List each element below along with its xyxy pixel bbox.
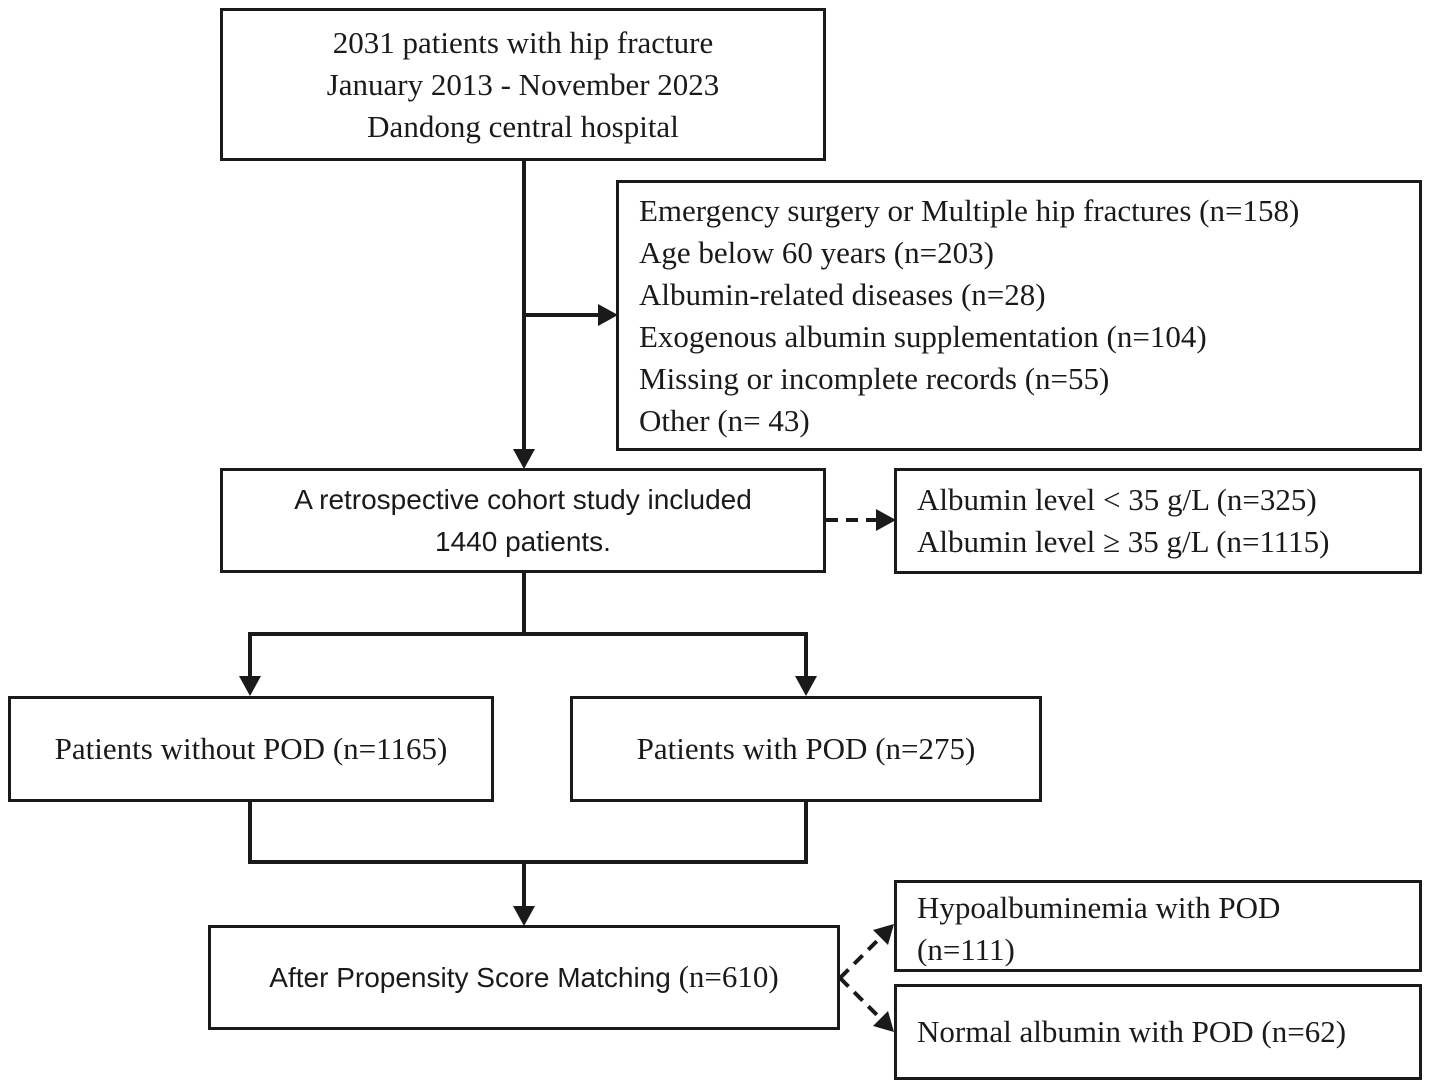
patients-with-pod-box: Patients with POD (n=275) xyxy=(570,696,1042,802)
psm-count: (n=610) xyxy=(670,959,779,994)
albumin-normal-line: Albumin level ≥ 35 g/L (n=1115) xyxy=(917,524,1330,559)
source-line-3: Dandong central hospital xyxy=(367,108,679,144)
cohort-line-1: A retrospective cohort study included xyxy=(294,483,752,515)
arrowhead-to-exclusion xyxy=(598,304,618,326)
psm-box: After Propensity Score Matching (n=610) xyxy=(208,925,840,1030)
hypoalbuminemia-pod-box: Hypoalbuminemia with POD (n=111) xyxy=(894,880,1422,972)
arrowhead-to-cohort xyxy=(513,449,535,469)
exclusion-item: Emergency surgery or Multiple hip fractu… xyxy=(639,192,1300,228)
exclusion-item: Missing or incomplete records (n=55) xyxy=(639,360,1110,396)
normal-albumin-pod-box: Normal albumin with POD (n=62) xyxy=(894,984,1422,1080)
exclusion-item: Exogenous albumin supplementation (n=104… xyxy=(639,318,1207,354)
patients-without-pod-box: Patients without POD (n=1165) xyxy=(8,696,494,802)
arrowhead-to-albumin-split xyxy=(876,509,896,531)
psm-prefix: After Propensity Score Matching xyxy=(269,962,671,993)
exclusion-item: Other (n= 43) xyxy=(639,402,810,438)
psm-label: After Propensity Score Matching (n=610) xyxy=(269,956,778,999)
normal-label: Normal albumin with POD (n=62) xyxy=(917,1014,1347,1049)
pod-label: Patients with POD (n=275) xyxy=(636,731,976,766)
source-population-box: 2031 patients with hip fracture January … xyxy=(220,8,826,161)
source-line-2: January 2013 - November 2023 xyxy=(326,66,720,102)
albumin-low-line: Albumin level < 35 g/L (n=325) xyxy=(917,482,1317,517)
no-pod-label: Patients without POD (n=1165) xyxy=(54,731,448,766)
source-line-1: 2031 patients with hip fracture xyxy=(332,24,714,60)
arrowhead-to-pod xyxy=(795,676,817,696)
exclusion-item: Albumin-related diseases (n=28) xyxy=(639,276,1046,312)
exclusion-criteria-box: Emergency surgery or Multiple hip fractu… xyxy=(616,180,1422,451)
hypo-line-1: Hypoalbuminemia with POD xyxy=(917,890,1281,925)
arrowhead-to-psm xyxy=(513,906,535,926)
arrowhead-to-no-pod xyxy=(239,676,261,696)
hypo-dashed-line xyxy=(838,936,882,980)
arrowhead-to-hypo xyxy=(873,924,894,945)
hypo-line-2: (n=111) xyxy=(917,932,1015,967)
normal-dashed-line xyxy=(838,976,882,1020)
cohort-box: A retrospective cohort study included 14… xyxy=(220,468,826,573)
exclusion-item: Age below 60 years (n=203) xyxy=(639,234,994,270)
albumin-split-box: Albumin level < 35 g/L (n=325) Albumin l… xyxy=(894,468,1422,574)
arrowhead-to-normal xyxy=(873,1011,894,1032)
cohort-line-2: 1440 patients. xyxy=(435,525,611,557)
